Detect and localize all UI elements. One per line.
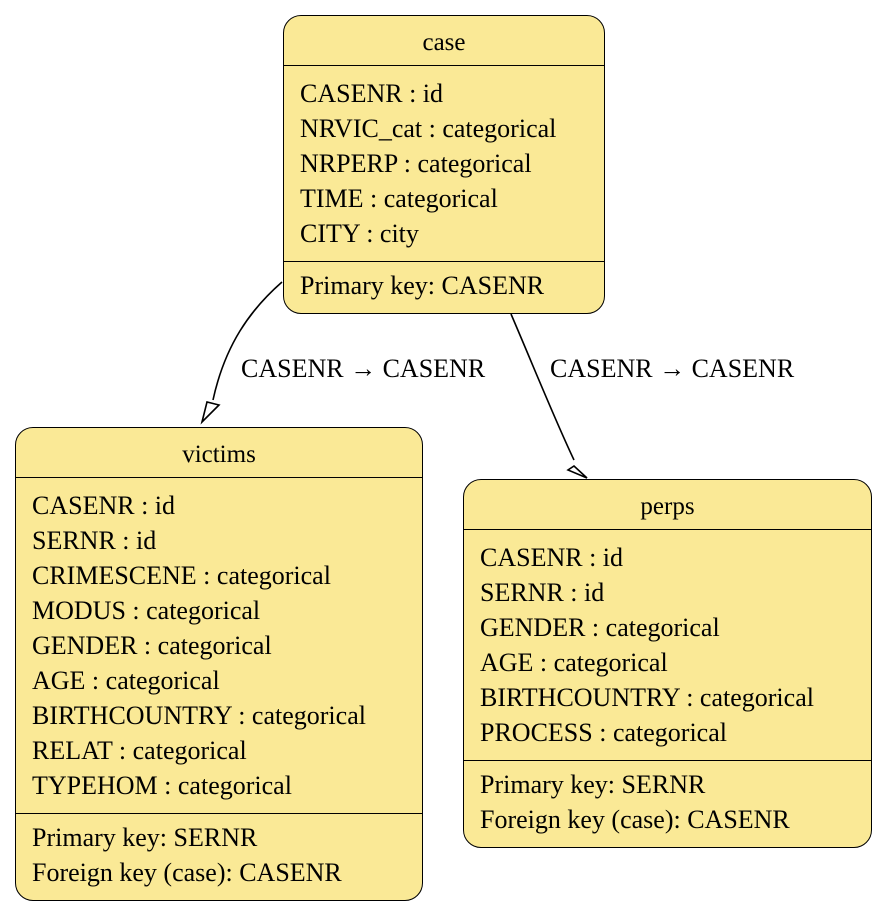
arrowhead-victims [200, 401, 221, 425]
edge-case-perps [510, 313, 575, 461]
key-list: Primary key: CASENR [284, 262, 604, 303]
key-row: Foreign key (case): CASENR [480, 805, 790, 834]
attribute-row: GENDER : categorical [32, 631, 272, 660]
key-row: Foreign key (case): CASENR [32, 858, 342, 887]
attribute-row: NRPERP : categorical [300, 149, 532, 178]
entity-victims[interactable]: victims CASENR : id SERNR : id CRIMESCEN… [15, 427, 423, 901]
entity-title: case [284, 16, 604, 66]
attribute-row: AGE : categorical [32, 666, 220, 695]
key-row: Primary key: SERNR [480, 770, 706, 799]
attribute-row: CASENR : id [32, 491, 176, 520]
edge-case-victims [212, 281, 283, 401]
attribute-row: TIME : categorical [300, 184, 498, 213]
attribute-row: TYPEHOM : categorical [32, 771, 292, 800]
attribute-row: CITY : city [300, 219, 419, 248]
attribute-row: CASENR : id [480, 543, 624, 572]
key-row: Primary key: SERNR [32, 823, 258, 852]
attribute-list: CASENR : id SERNR : id GENDER : categori… [464, 530, 871, 761]
attribute-row: NRVIC_cat : categorical [300, 114, 557, 143]
attribute-row: PROCESS : categorical [480, 718, 727, 747]
attribute-row: BIRTHCOUNTRY : categorical [480, 683, 814, 712]
key-row: Primary key: CASENR [300, 271, 545, 300]
arrowhead-perps [566, 464, 588, 479]
attribute-row: BIRTHCOUNTRY : categorical [32, 701, 366, 730]
attribute-row: CASENR : id [300, 79, 444, 108]
attribute-row: AGE : categorical [480, 648, 668, 677]
attribute-list: CASENR : id SERNR : id CRIMESCENE : cate… [16, 478, 422, 814]
entity-title: perps [464, 480, 871, 530]
key-list: Primary key: SERNR Foreign key (case): C… [16, 814, 422, 890]
attribute-list: CASENR : id NRVIC_cat : categorical NRPE… [284, 66, 604, 262]
key-list: Primary key: SERNR Foreign key (case): C… [464, 761, 871, 837]
entity-perps[interactable]: perps CASENR : id SERNR : id GENDER : ca… [463, 479, 872, 848]
attribute-row: SERNR : id [480, 578, 605, 607]
entity-case[interactable]: case CASENR : id NRVIC_cat : categorical… [283, 15, 605, 314]
attribute-row: RELAT : categorical [32, 736, 247, 765]
attribute-row: MODUS : categorical [32, 596, 261, 625]
attribute-row: CRIMESCENE : categorical [32, 561, 331, 590]
edge-label-case-victims: CASENR → CASENR [241, 354, 486, 383]
attribute-row: GENDER : categorical [480, 613, 720, 642]
entity-title: victims [16, 428, 422, 478]
attribute-row: SERNR : id [32, 526, 157, 555]
edge-label-case-perps: CASENR → CASENR [550, 354, 795, 383]
